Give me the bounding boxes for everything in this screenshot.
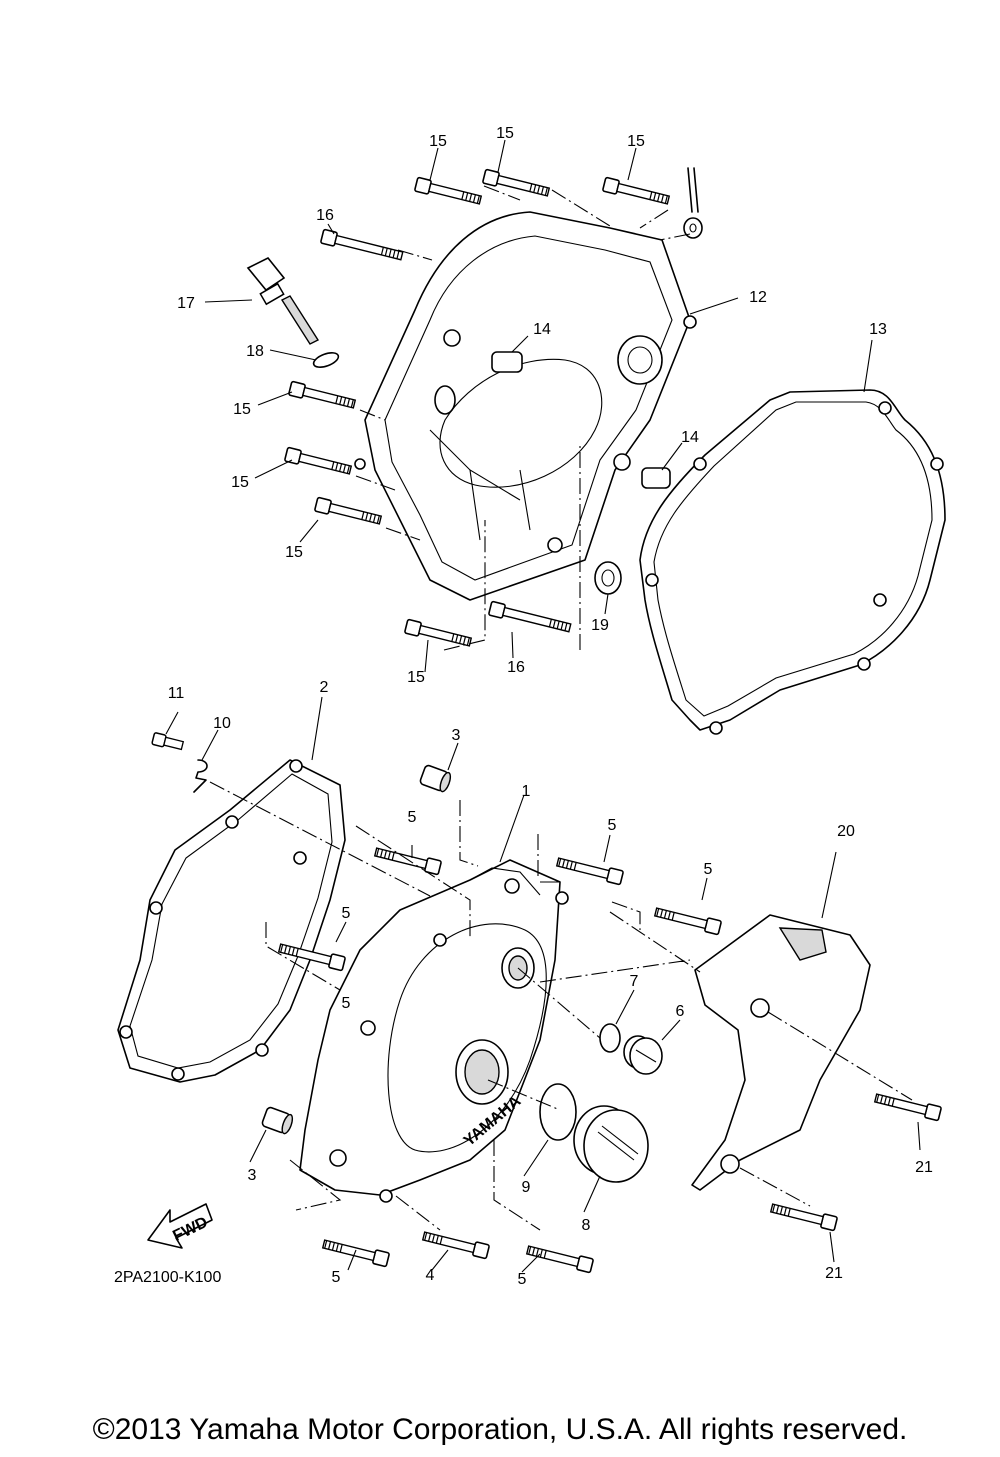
o-ring-18 — [312, 352, 340, 368]
label-21-b: 21 — [825, 1265, 843, 1282]
parts-diagram: YAMAHA FWD — [114, 125, 946, 1288]
diagram-code: 2PA2100-K100 — [114, 1269, 221, 1286]
wire-lead — [683, 167, 703, 239]
bolt-15-e — [283, 446, 353, 478]
label-14-a: 14 — [533, 321, 551, 338]
label-15-d: 15 — [233, 401, 251, 418]
bolt-21-a — [873, 1090, 943, 1122]
label-10: 10 — [213, 715, 231, 732]
label-13: 13 — [869, 321, 887, 338]
label-15-f: 15 — [285, 544, 303, 561]
label-21-a: 21 — [915, 1159, 933, 1176]
label-15-g: 15 — [407, 669, 425, 686]
label-3-b: 3 — [248, 1167, 257, 1184]
dowel-pin-14-upper — [491, 351, 523, 373]
plug-8 — [573, 1105, 649, 1183]
wire-clamp-10 — [193, 759, 208, 793]
label-3-a: 3 — [452, 727, 461, 744]
label-15-c: 15 — [627, 133, 645, 150]
label-5-g: 5 — [342, 995, 351, 1012]
bolt-15-c — [601, 176, 671, 208]
fwd-arrow-icon: FWD — [147, 1203, 213, 1249]
label-16-b: 16 — [507, 659, 525, 676]
label-5-e: 5 — [332, 1269, 341, 1286]
label-8: 8 — [582, 1217, 591, 1234]
label-5-d: 5 — [342, 905, 351, 922]
bolt-16-a — [319, 228, 405, 264]
label-19: 19 — [591, 617, 609, 634]
label-20: 20 — [837, 823, 855, 840]
dowel-pin-3-upper — [418, 763, 454, 794]
sprocket-cover-20 — [691, 914, 871, 1191]
bolt-11 — [151, 732, 185, 751]
label-9: 9 — [522, 1179, 531, 1196]
label-5-a: 5 — [408, 809, 417, 826]
label-15-e: 15 — [231, 474, 249, 491]
bolt-5-c — [653, 904, 723, 936]
label-15-a: 15 — [429, 133, 447, 150]
label-1: 1 — [522, 783, 531, 800]
oil-seal-19 — [594, 561, 622, 595]
label-12: 12 — [749, 289, 767, 306]
label-4: 4 — [426, 1267, 435, 1284]
dowel-pin-14-right — [641, 467, 671, 489]
copyright-notice: ©2013 Yamaha Motor Corporation, U.S.A. A… — [92, 1413, 908, 1446]
bolt-15-g — [403, 618, 473, 650]
o-ring-7 — [599, 1023, 621, 1053]
bolt-21-b — [769, 1200, 839, 1232]
label-5-b: 5 — [608, 817, 617, 834]
bolt-15-d — [287, 380, 357, 412]
label-7: 7 — [630, 973, 639, 990]
bolt-15-b — [481, 168, 551, 200]
bolt-5-d — [277, 940, 347, 972]
label-16-a: 16 — [316, 207, 334, 224]
gasket-2 — [117, 759, 346, 1083]
plug-6 — [623, 1035, 663, 1075]
label-14-b: 14 — [681, 429, 699, 446]
label-11: 11 — [168, 685, 185, 702]
gasket-13 — [639, 389, 946, 735]
bolt-15-f — [313, 496, 383, 528]
o-ring-9 — [539, 1083, 577, 1141]
label-5-c: 5 — [704, 861, 713, 878]
label-6: 6 — [676, 1003, 685, 1020]
label-17: 17 — [177, 295, 195, 312]
label-15-b: 15 — [496, 125, 514, 142]
bolt-4 — [421, 1228, 491, 1260]
oil-dipstick-17 — [246, 256, 320, 345]
crankcase-cover-1: YAMAHA — [299, 859, 569, 1203]
crankcase-cover-12 — [354, 211, 697, 601]
bolt-5-b — [555, 854, 625, 886]
label-5-f: 5 — [518, 1271, 527, 1288]
label-2: 2 — [320, 679, 329, 696]
bolt-16-b — [487, 600, 573, 636]
bolt-15-a — [413, 176, 483, 208]
label-18: 18 — [246, 343, 264, 360]
